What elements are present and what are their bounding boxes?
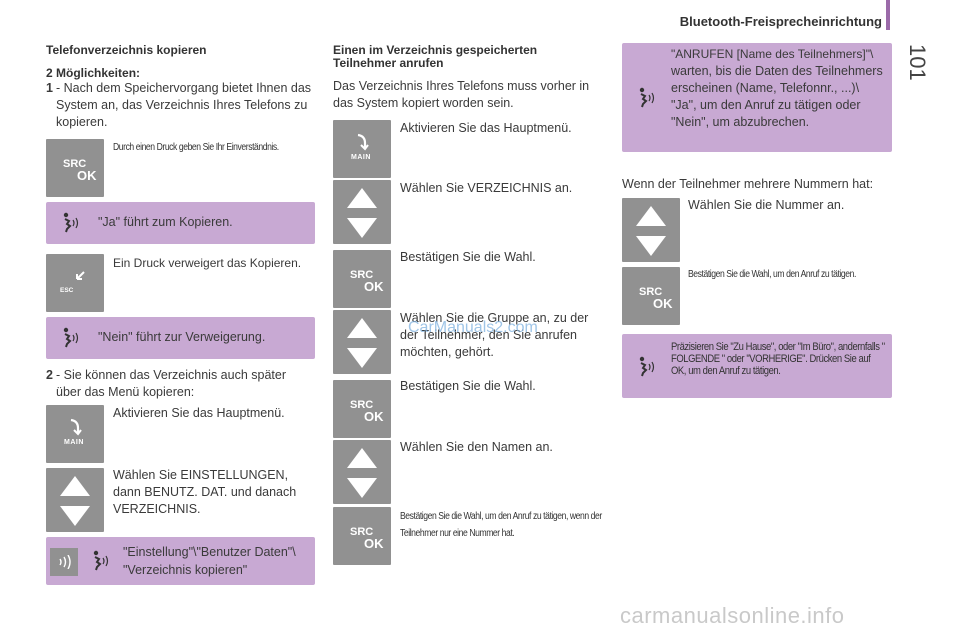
call-heading-line-2: Teilnehmer anrufen (333, 56, 444, 70)
voice-call-text: warten, bis die Daten des Teilnehmers er… (671, 64, 883, 129)
up-down-arrows-icon (347, 318, 377, 368)
settings-note: Wählen Sie EINSTELLUNGEN, dann BENUTZ. D… (113, 468, 297, 516)
up-down-keys (46, 468, 104, 532)
voice-settings-panel: "Einstellung"\"Benutzer Daten"\ "Verzeic… (46, 537, 315, 585)
voice-no-text: "Nein" führt zur Verweigerung. (98, 330, 266, 344)
option-2-number: 2 (46, 368, 53, 382)
step-6: Wählen Sie den Namen an. (400, 440, 553, 454)
main-key: MAIN (46, 405, 104, 463)
voice-call-panel: "ANRUFEN [Name des Teilnehmers]"\ warten… (622, 43, 892, 152)
up-down-keys (333, 440, 391, 504)
voice-command-icon (63, 327, 79, 348)
copy-directory-heading: Telefonverzeichnis kopieren (46, 43, 207, 57)
up-down-keys (333, 180, 391, 244)
step-4: Wählen Sie die Gruppe an, zu der der Tei… (400, 311, 589, 359)
option-1-text: - Nach dem Speichervorgang bietet Ihnen … (56, 81, 312, 129)
voice-key-tile (50, 548, 78, 576)
return-arrow-icon (70, 418, 82, 436)
up-down-arrows-icon (636, 206, 666, 256)
step-2: Wählen Sie VERZEICHNIS an. (400, 181, 573, 195)
voice-command-icon (93, 550, 109, 571)
main-key: MAIN (333, 120, 391, 178)
main-note: Aktivieren Sie das Hauptmenü. (113, 406, 285, 420)
call-intro: Das Verzeichnis Ihres Telefons muss vorh… (333, 79, 590, 110)
voice-call-line-1: "ANRUFEN [Name des Teilnehmers]"\ (671, 47, 874, 61)
voice-command-icon (63, 212, 79, 233)
pick-number-note: Wählen Sie die Nummer an. (688, 198, 845, 212)
voice-command-icon (639, 356, 655, 377)
step-7: Bestätigen Sie die Wahl, um den Anruf zu… (400, 511, 602, 539)
voice-location-panel: Präzisieren Sie "Zu Hause", oder "Im Bür… (622, 334, 892, 398)
voice-yes-text: "Ja" führt zum Kopieren. (98, 215, 233, 229)
confirm-call-note: Bestätigen Sie die Wahl, um den Anruf zu… (688, 269, 856, 280)
voice-yes-panel: "Ja" führt zum Kopieren. (46, 202, 315, 244)
up-down-keys (333, 310, 391, 374)
voice-command-icon (639, 87, 655, 108)
voice-settings-line-2: "Verzeichnis kopieren" (123, 563, 248, 577)
section-title: Bluetooth-Freisprecheinrichtung (679, 14, 882, 29)
up-down-arrows-icon (347, 188, 377, 238)
voice-no-panel: "Nein" führt zur Verweigerung. (46, 317, 315, 359)
page-number: 101 (905, 44, 930, 81)
esc-key: ESC (46, 254, 104, 312)
sound-waves-icon (59, 555, 71, 569)
option-1-number: 1 (46, 81, 53, 95)
step-5: Bestätigen Sie die Wahl. (400, 379, 536, 393)
step-1: Aktivieren Sie das Hauptmenü. (400, 121, 572, 135)
options-title: 2 Möglichkeiten: (46, 66, 141, 80)
voice-location-text: Präzisieren Sie "Zu Hause", oder "Im Bür… (671, 341, 885, 377)
call-heading-line-1: Einen im Verzeichnis gespeicherten (333, 43, 538, 57)
step-3: Bestätigen Sie die Wahl. (400, 250, 536, 264)
footer-watermark: carmanualsonline.info (620, 603, 845, 628)
esc-note: Ein Druck verweigert das Kopieren. (113, 256, 302, 270)
up-down-arrows-icon (60, 476, 90, 526)
return-arrow-icon (357, 133, 369, 151)
src-note: Durch einen Druck geben Sie Ihr Einverst… (113, 142, 279, 153)
up-down-arrows-icon (347, 448, 377, 498)
esc-arrow-icon (76, 271, 85, 280)
voice-settings-line-1: "Einstellung"\"Benutzer Daten"\ (123, 545, 296, 559)
multi-number-heading: Wenn der Teilnehmer mehrere Nummern hat: (622, 177, 874, 191)
option-2-text: - Sie können das Verzeichnis auch später… (56, 368, 286, 399)
section-accent-bar (886, 0, 890, 30)
up-down-keys (622, 198, 680, 262)
watermark-carmanuals2: CarManuals2.com (408, 319, 538, 336)
